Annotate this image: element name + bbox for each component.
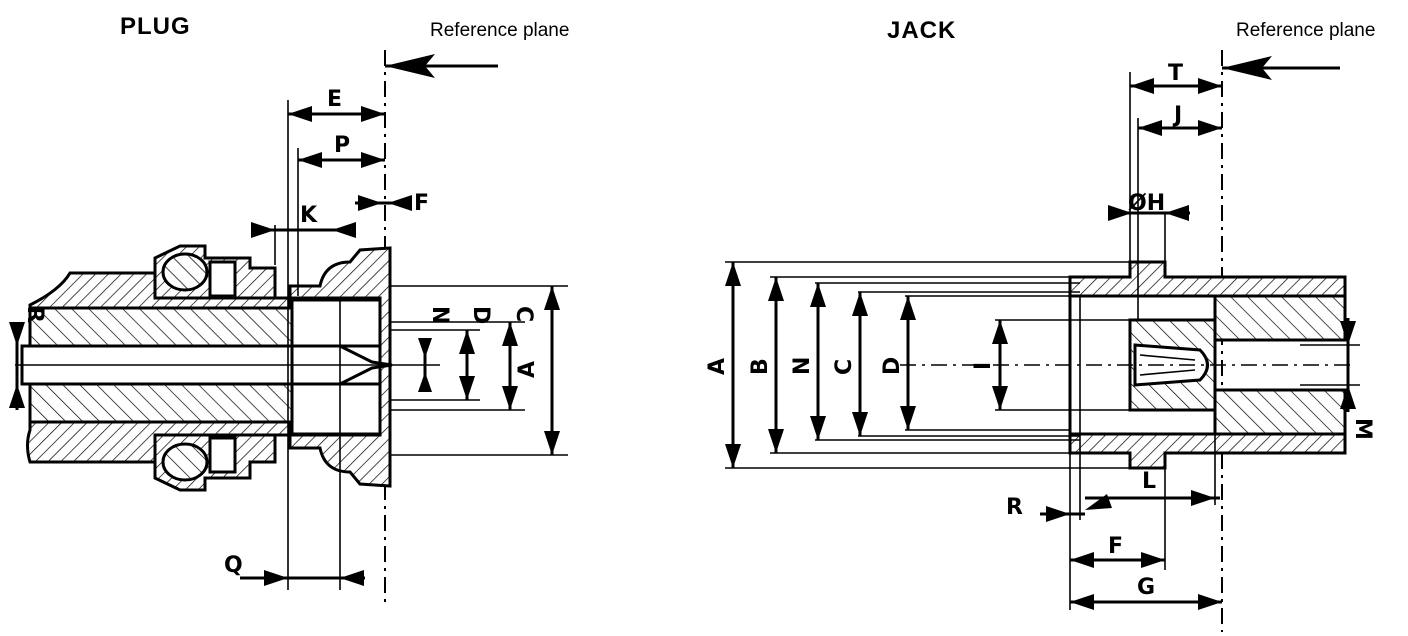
jack-dim-l-arrow-right — [1191, 490, 1215, 506]
jack-dim-i-label: I — [971, 362, 996, 370]
jack-dim-m-label: M — [1350, 418, 1375, 440]
plug-dim-n-arrow-top — [418, 338, 432, 358]
plug-dim-e-arrow-left — [288, 106, 312, 122]
jack-dim-n-arrow-top — [810, 283, 826, 307]
plug-dim-r-arrow-bottom — [9, 384, 25, 408]
plug-dim-p-arrow-right — [361, 152, 385, 168]
jack-dim-f-label: F — [1108, 534, 1123, 559]
plug-dim-k-arrow-right — [332, 222, 356, 238]
jack-dim-i-arrow-bottom — [992, 386, 1008, 410]
plug-reference-plane-label: Reference plane — [430, 20, 569, 41]
jack-dim-l-label: L — [1142, 469, 1156, 494]
jack-dim-c-label: C — [832, 359, 857, 375]
plug-dim-r-label: R — [22, 306, 47, 323]
plug-dim-e-label: E — [327, 87, 342, 112]
jack-drawing: JACK Reference plane T J — [705, 17, 1375, 632]
jack-shell-top — [1068, 260, 1347, 298]
plug-dim-d-arrow-bottom — [459, 376, 475, 400]
jack-dim-a-arrow-bottom — [725, 444, 741, 468]
plug-crimp-ring-top — [161, 252, 209, 292]
plug-dim-n-arrow-bottom — [418, 372, 432, 392]
jack-dim-c-arrow-top — [852, 292, 868, 316]
plug-drawing: PLUG Reference plane E — [9, 13, 569, 608]
jack-dim-n-arrow-bottom — [810, 416, 826, 440]
jack-reference-arrowhead — [1222, 56, 1272, 80]
jack-dim-r-arrow — [1046, 506, 1070, 522]
jack-dim-j-arrow-left — [1138, 120, 1162, 136]
jack-dim-a-label: A — [705, 358, 730, 375]
jack-dim-b-arrow-top — [768, 277, 784, 301]
plug-dim-p-label: P — [334, 133, 350, 158]
jack-dim-b-arrow-bottom — [768, 429, 784, 453]
jack-dim-r-label: R — [1006, 495, 1023, 520]
jack-dim-d-arrow-bottom — [900, 406, 916, 430]
plug-dim-c-label: C — [511, 306, 536, 322]
jack-dim-b-label: B — [748, 358, 773, 375]
plug-dim-p-arrow-left — [298, 152, 322, 168]
jack-dim-j-arrow-right — [1198, 120, 1222, 136]
plug-dim-k-label: K — [300, 203, 318, 228]
plug-centre-pin — [292, 344, 393, 386]
jack-dim-i-arrow-top — [992, 320, 1008, 344]
plug-dim-d-label: D — [468, 306, 493, 324]
jack-dim-t-label: T — [1168, 61, 1183, 86]
plug-dim-k-arrow-left — [251, 222, 275, 238]
jack-dim-h-label: ØH — [1128, 191, 1165, 216]
plug-spring-bottom — [208, 436, 237, 474]
jack-dim-t-arrow-right — [1198, 78, 1222, 94]
plug-socket-bottom — [290, 382, 382, 436]
plug-dim-c-arrow-bottom — [502, 386, 518, 410]
plug-dim-q-label: Q — [224, 553, 243, 578]
jack-dim-j-label: J — [1172, 103, 1182, 128]
jack-dim-f-arrow-left — [1070, 552, 1094, 568]
jack-rear-body-top — [1213, 294, 1347, 342]
jack-dim-l-arrow-left — [1085, 494, 1112, 510]
plug-dim-a-arrow-bottom — [544, 431, 560, 455]
jack-title: JACK — [887, 17, 956, 44]
jack-dim-g-label: G — [1137, 575, 1155, 600]
jack-reference-plane-label: Reference plane — [1236, 20, 1375, 41]
jack-shell-bottom — [1068, 432, 1347, 470]
plug-socket-top — [290, 298, 382, 348]
plug-dim-q-arrow-left — [264, 570, 288, 586]
jack-dim-n-label: N — [790, 357, 815, 375]
plug-dim-a-label: A — [515, 361, 540, 378]
plug-dim-n-label: N — [427, 306, 452, 324]
jack-dim-g-arrow-left — [1070, 594, 1094, 610]
plug-dim-f-label: F — [414, 191, 429, 216]
jack-dim-g-arrow-right — [1198, 594, 1222, 610]
jack-dim-f-arrow-right — [1141, 552, 1165, 568]
jack-rear-body-bottom — [1213, 388, 1347, 436]
plug-dim-f-arrow-left — [358, 195, 382, 211]
jack-dim-h-arrow-left — [1108, 205, 1132, 221]
jack-dim-d-arrow-top — [900, 296, 916, 320]
jack-contact-fingers — [1139, 354, 1196, 376]
plug-dim-e-arrow-right — [361, 106, 385, 122]
plug-dim-f-arrow-right — [388, 195, 412, 211]
plug-spring-top — [208, 260, 237, 298]
plug-dim-d-arrow-top — [459, 330, 475, 354]
plug-dim-c-arrow-top — [502, 322, 518, 346]
jack-dim-m-arrow-top — [1340, 321, 1356, 345]
jack-dim-a-arrow-top — [725, 262, 741, 286]
jack-dim-c-arrow-bottom — [852, 412, 868, 436]
plug-dim-r-arrow-top — [9, 322, 25, 346]
plug-dim-q-arrow-right — [340, 570, 364, 586]
jack-dim-t-arrow-left — [1130, 78, 1154, 94]
jack-dim-h-arrow-right — [1165, 205, 1189, 221]
jack-dim-m-arrow-bottom — [1340, 385, 1356, 409]
plug-crimp-ring-bottom — [161, 442, 209, 482]
plug-dim-a-arrow-top — [544, 286, 560, 310]
plug-title: PLUG — [120, 13, 191, 40]
plug-reference-arrowhead — [385, 54, 435, 78]
jack-dim-d-label: D — [880, 357, 905, 375]
